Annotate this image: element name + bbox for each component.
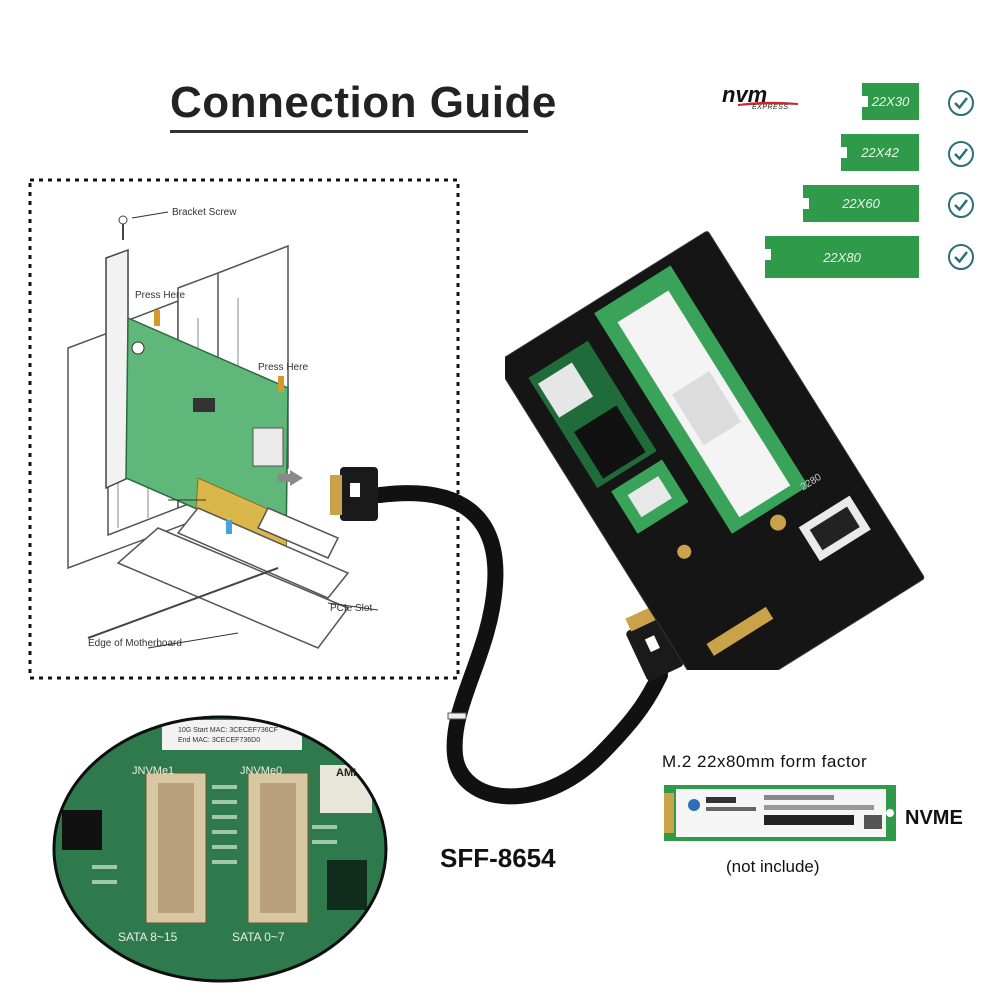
- form-factor-label: 22X60: [842, 196, 880, 211]
- bracket-screw-label: Bracket Screw: [172, 207, 237, 218]
- sata-8-15-label: SATA 8~15: [118, 930, 178, 944]
- form-factor-22x80: 22X80: [765, 236, 919, 278]
- sata-0-7-label: SATA 0~7: [232, 930, 285, 944]
- jnvme0-label: JNVMe0: [240, 765, 283, 777]
- mac-end-label: End MAC: 3CECEF736D0: [178, 737, 261, 744]
- page-title: Connection Guide: [170, 78, 557, 127]
- mac-start-label: 10G Start MAC: 3CECEF736CF: [178, 727, 278, 734]
- nvme-label: NVME: [905, 807, 963, 829]
- nvm-express-sub: EXPRESS: [752, 104, 789, 111]
- form-factor-caption: M.2 22x80mm form factor: [662, 752, 868, 771]
- pcie-slot-label: PCIe Slot: [330, 603, 373, 614]
- nvme-ssd-image: [664, 785, 896, 841]
- check-circle-icon: [948, 244, 974, 270]
- check-circle-icon: [948, 192, 974, 218]
- ami-label: AMI: [336, 767, 357, 779]
- press-here-label: Press Here: [258, 362, 309, 373]
- form-factor-label: 22X42: [861, 145, 899, 160]
- check-circle-icon: [948, 90, 974, 116]
- installation-diagram: [28, 178, 460, 680]
- press-here-label: Press Here: [135, 290, 186, 301]
- form-factor-22x42: 22X42: [841, 134, 919, 171]
- not-included-note: (not include): [726, 857, 820, 876]
- m2-adapter-card: [505, 231, 925, 670]
- form-factor-22x30: 22X30: [862, 83, 919, 120]
- motherboard-inset: [52, 715, 388, 983]
- form-factor-label: 22X30: [871, 94, 910, 109]
- form-factor-22x60: 22X60: [803, 185, 919, 222]
- form-factor-label: 22X80: [823, 249, 861, 265]
- check-circle-icon: [948, 141, 974, 167]
- jnvme1-label: JNVMe1: [132, 765, 175, 777]
- logo-swoosh-icon: [738, 101, 798, 106]
- edge-motherboard-label: Edge of Motherboard: [88, 638, 182, 649]
- title-underline: [170, 130, 528, 133]
- cable-label: SFF-8654: [440, 843, 556, 873]
